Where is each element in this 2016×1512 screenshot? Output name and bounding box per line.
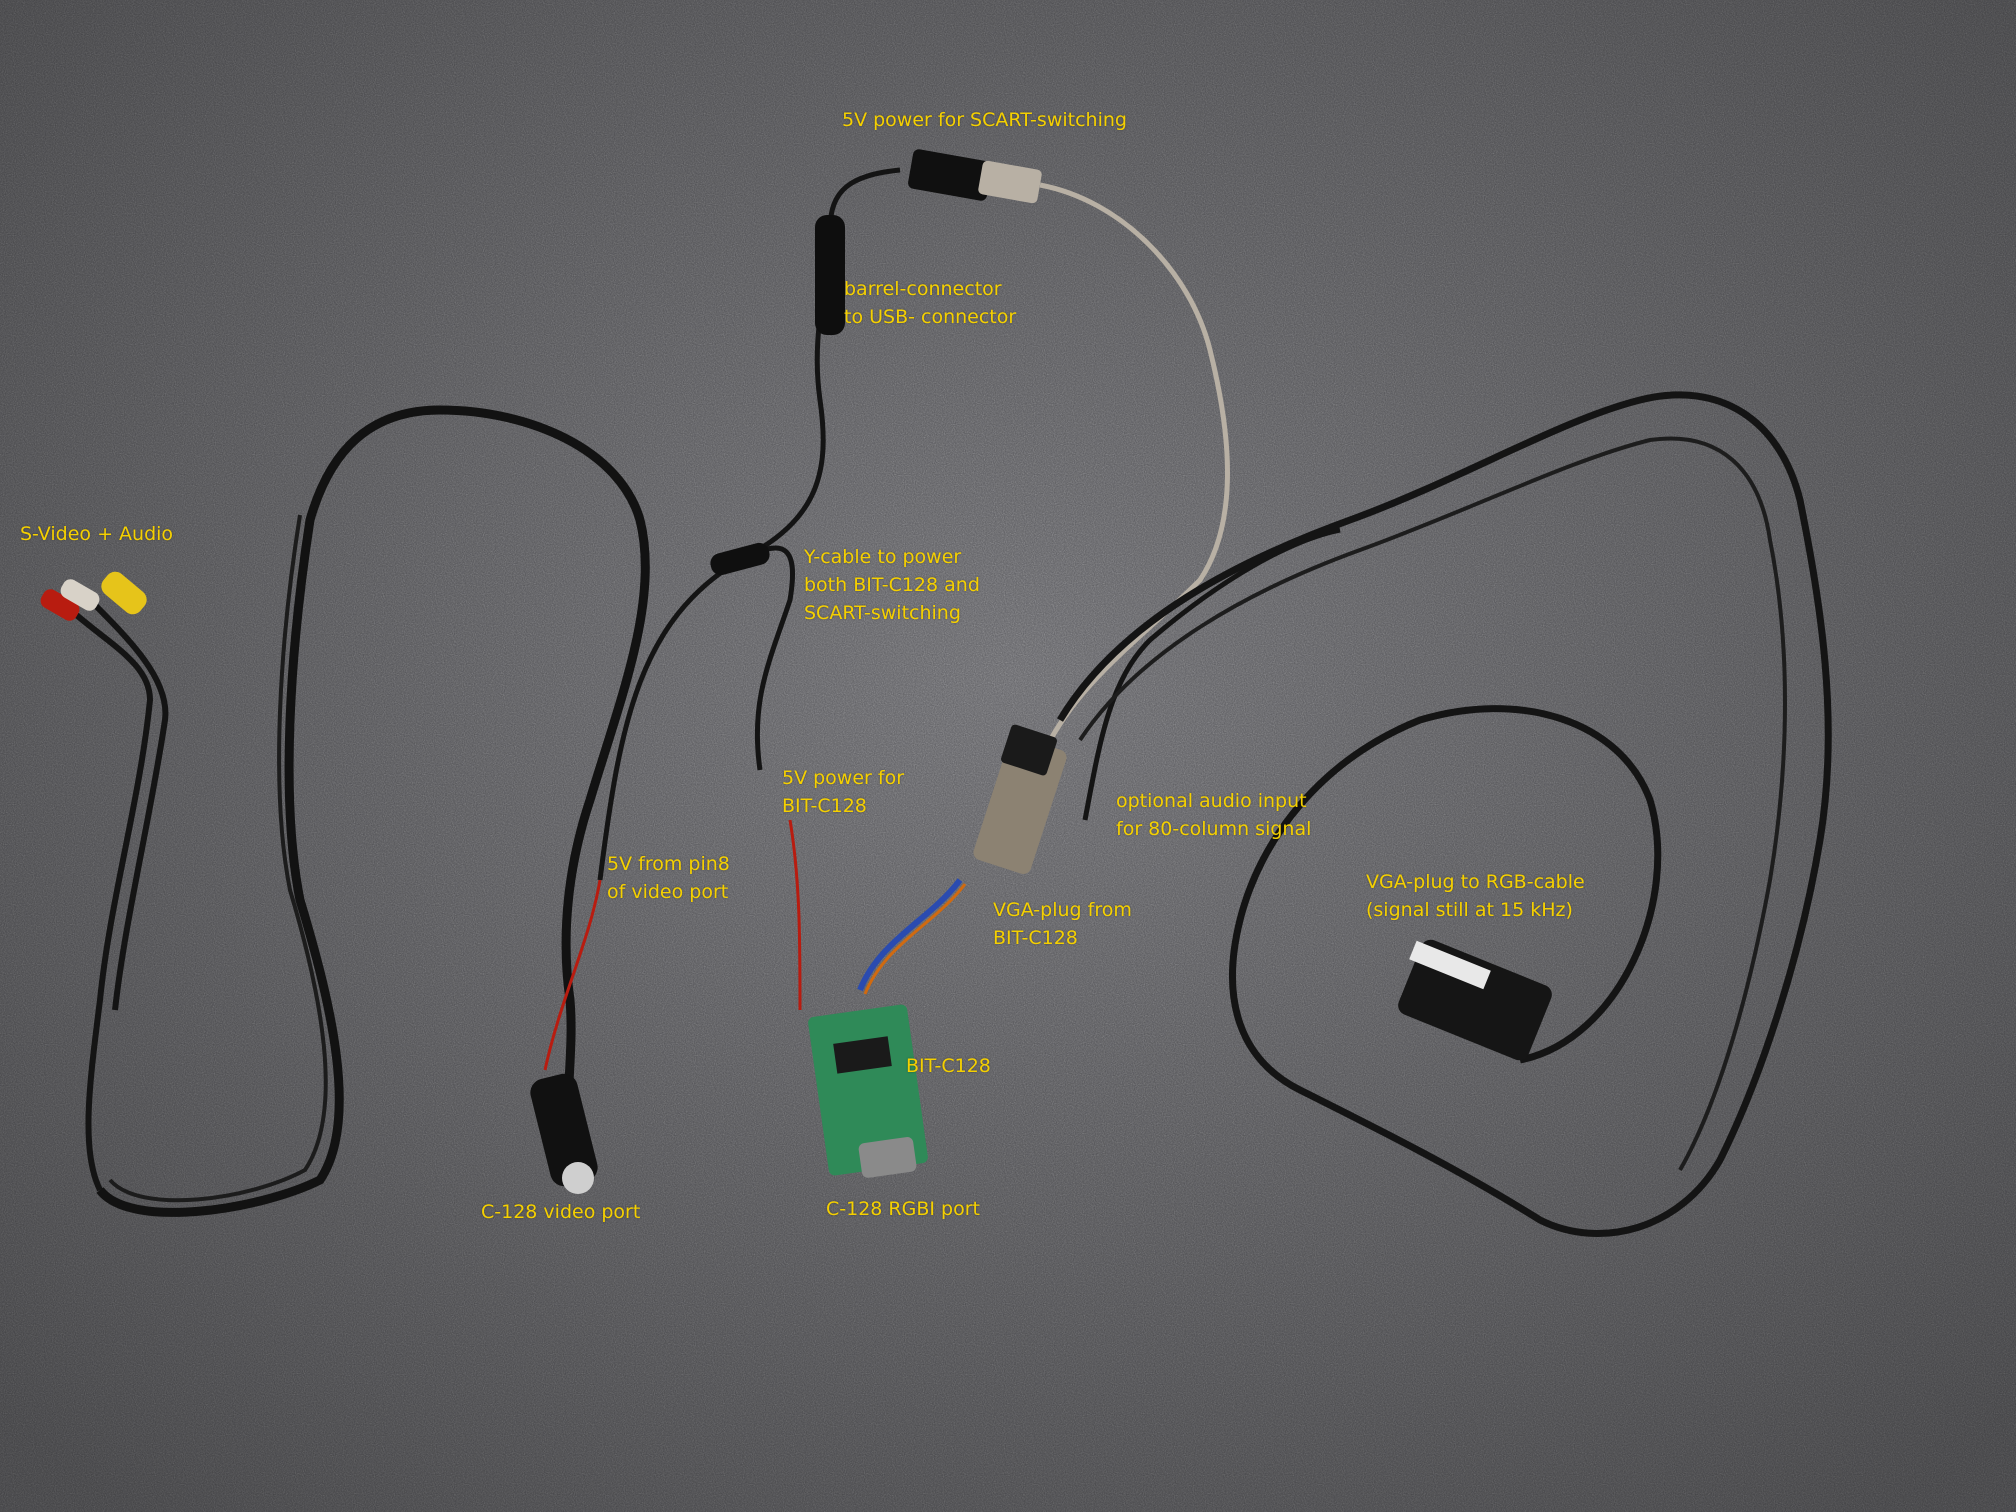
- label-y-cable: Y-cable to power both BIT-C128 and SCART…: [804, 546, 980, 624]
- rca-plug-yellow: [101, 571, 147, 615]
- rca-plugs: [40, 571, 169, 1192]
- label-svideo-audio: S-Video + Audio: [20, 523, 174, 545]
- label-optional-audio: optional audio input for 80-column signa…: [1116, 790, 1312, 840]
- y-cable-branch: [738, 545, 796, 771]
- label-barrel-connector: barrel-connector to USB- connector: [844, 278, 1017, 328]
- bit-power-red-wire: [788, 819, 802, 1011]
- ribbon-wires: [857, 878, 963, 992]
- y-splitter: [710, 542, 770, 576]
- label-video-port: C-128 video port: [481, 1201, 641, 1223]
- din-plug: [530, 1073, 598, 1187]
- vga-plug-shell: [1001, 724, 1057, 776]
- label-power-scart: 5V power for SCART-switching: [842, 109, 1127, 131]
- rca-cable-2: [87, 597, 169, 1011]
- pin8-red-wire: [543, 879, 602, 1071]
- rca-plug-red: [40, 589, 80, 621]
- din-plug-face: [562, 1162, 594, 1194]
- label-rgbi-port: C-128 RGBI port: [826, 1198, 980, 1220]
- label-vga-plug-from: VGA-plug from BIT-C128: [993, 899, 1132, 949]
- rca-cable: [57, 597, 154, 1192]
- label-pin8: 5V from pin8 of video port: [607, 853, 730, 903]
- usb-plug-grey: [978, 160, 1042, 204]
- rca-plug-white: [60, 579, 100, 611]
- label-vga-plug-to-rgb: VGA-plug to RGB-cable (signal still at 1…: [1366, 871, 1585, 921]
- bit-c128-chip: [833, 1036, 892, 1074]
- scart-cable-loop-2: [1078, 436, 1787, 1171]
- video-cable-loop: [96, 405, 650, 1217]
- scart-cable-loop: [1056, 391, 1832, 1237]
- label-bit-c128: BIT-C128: [906, 1055, 991, 1077]
- usb-plug-black: [908, 149, 992, 201]
- ribbon-wires-2: [863, 883, 967, 995]
- video-cable-loop-2: [108, 514, 328, 1203]
- label-power-bit: 5V power for BIT-C128: [782, 767, 905, 817]
- barrel-connector: [815, 215, 845, 335]
- usb-grey-cable: [1039, 182, 1230, 752]
- rgbi-plug: [858, 1137, 917, 1178]
- scart-plug-face: [1409, 940, 1491, 990]
